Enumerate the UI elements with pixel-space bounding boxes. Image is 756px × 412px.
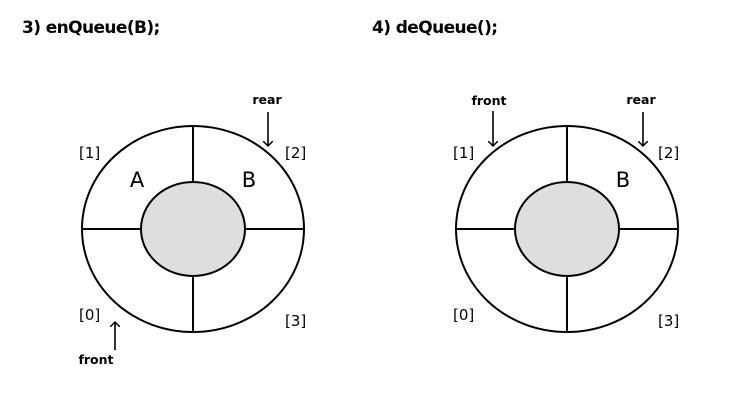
- index-3-label: [3]: [285, 312, 306, 330]
- rear-pointer-label: rear: [626, 92, 656, 107]
- step-4-title: 4) deQueue();: [372, 18, 497, 38]
- index-1-label: [1]: [79, 144, 100, 162]
- front-pointer-label: front: [471, 93, 506, 108]
- slot-1-value: A: [130, 168, 145, 192]
- step-3-title: 3) enQueue(B);: [22, 18, 160, 38]
- index-1-label: [1]: [453, 144, 474, 162]
- index-3-label: [3]: [658, 312, 679, 330]
- queue-hub: [514, 181, 620, 277]
- step-4-dequeue-panel: 4) deQueue(); B [1] [2] [0] [3] front re…: [372, 18, 679, 333]
- step-3-enqueue-panel: 3) enQueue(B); A B [1] [2] [0] [3] rear …: [22, 18, 306, 367]
- index-0-label: [0]: [453, 306, 474, 324]
- queue-hub: [140, 181, 246, 277]
- slot-2-value: B: [242, 168, 256, 192]
- index-2-label: [2]: [285, 144, 306, 162]
- slot-2-value: B: [616, 168, 630, 192]
- index-0-label: [0]: [79, 306, 100, 324]
- index-2-label: [2]: [658, 144, 679, 162]
- rear-pointer-label: rear: [252, 92, 282, 107]
- front-pointer-label: front: [78, 352, 113, 367]
